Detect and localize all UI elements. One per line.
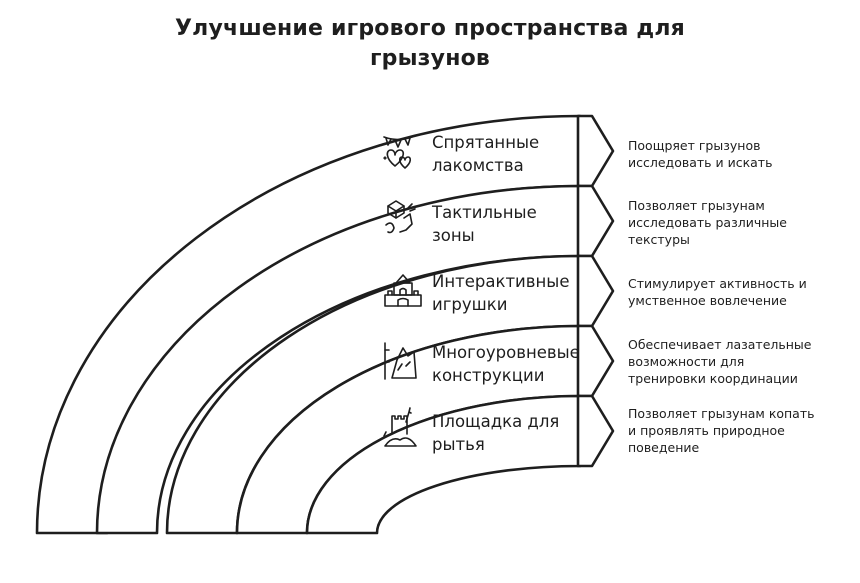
- item-3-label-line-2: игрушки: [432, 295, 508, 314]
- climbing-rock-icon: [384, 342, 417, 380]
- band-4-arrow: [576, 324, 615, 398]
- item-description-3: Стимулирует активность и умственное вовл…: [628, 275, 856, 309]
- item-label-2: Тактильные зоны: [432, 201, 607, 247]
- item-3-desc-line-1: Стимулирует активность и: [628, 276, 807, 291]
- hearts-bunting-icon: [383, 136, 413, 169]
- item-4-desc-line-2: возможности для: [628, 354, 745, 369]
- digging-sandcastle-icon: [383, 407, 417, 447]
- item-label-5: Площадка для рытья: [432, 410, 607, 456]
- toy-castle-icon: [384, 274, 422, 307]
- item-3-label-line-1: Интерактивные: [432, 272, 570, 291]
- item-description-5: Позволяет грызунам копать и проявлять пр…: [628, 405, 856, 456]
- item-1-desc-line-1: Поощряет грызунов: [628, 138, 761, 153]
- title-line-1: Улучшение игрового пространства для: [175, 16, 685, 41]
- item-1-label-line-2: лакомства: [432, 156, 524, 175]
- diagram-title: Улучшение игрового пространства для грыз…: [0, 14, 860, 74]
- item-label-1: Спрятанные лакомства: [432, 131, 607, 177]
- item-2-label-line-2: зоны: [432, 226, 475, 245]
- title-line-2: грызунов: [369, 46, 491, 71]
- item-4-desc-line-1: Обеспечивает лазательные: [628, 337, 812, 352]
- item-label-4: Многоуровневые конструкции: [432, 341, 607, 387]
- band-5: [305, 394, 582, 535]
- tactile-touch-icon: [385, 200, 416, 234]
- item-5-desc-line-3: поведение: [628, 440, 700, 455]
- item-4-label-line-1: Многоуровневые: [432, 343, 580, 362]
- item-2-desc-line-2: исследовать различные: [628, 215, 787, 230]
- item-label-3: Интерактивные игрушки: [432, 270, 607, 316]
- item-1-label-line-1: Спрятанные: [432, 133, 540, 152]
- item-2-desc-line-1: Позволяет грызунам: [628, 198, 765, 213]
- item-description-1: Поощряет грызунов исследовать и искать: [628, 137, 856, 171]
- item-2-label-line-1: Тактильные: [432, 203, 537, 222]
- item-5-label-line-2: рытья: [432, 435, 485, 454]
- item-1-desc-line-2: исследовать и искать: [628, 155, 773, 170]
- item-5-desc-line-2: и проявлять природное: [628, 423, 785, 438]
- item-5-label-line-1: Площадка для: [432, 412, 560, 431]
- item-description-4: Обеспечивает лазательные возможности для…: [628, 336, 856, 387]
- band-2-arrow: [576, 184, 615, 258]
- item-description-2: Позволяет грызунам исследовать различные…: [628, 197, 856, 248]
- band-1-arrow: [576, 114, 615, 188]
- item-4-desc-line-3: тренировки координации: [628, 371, 798, 386]
- item-5-desc-line-1: Позволяет грызунам копать: [628, 406, 815, 421]
- item-4-label-line-2: конструкции: [432, 366, 545, 385]
- item-3-desc-line-2: умственное вовлечение: [628, 293, 787, 308]
- band-5-arrow: [576, 394, 615, 468]
- item-2-desc-line-3: текстуры: [628, 232, 690, 247]
- band-3-arrow: [576, 254, 615, 328]
